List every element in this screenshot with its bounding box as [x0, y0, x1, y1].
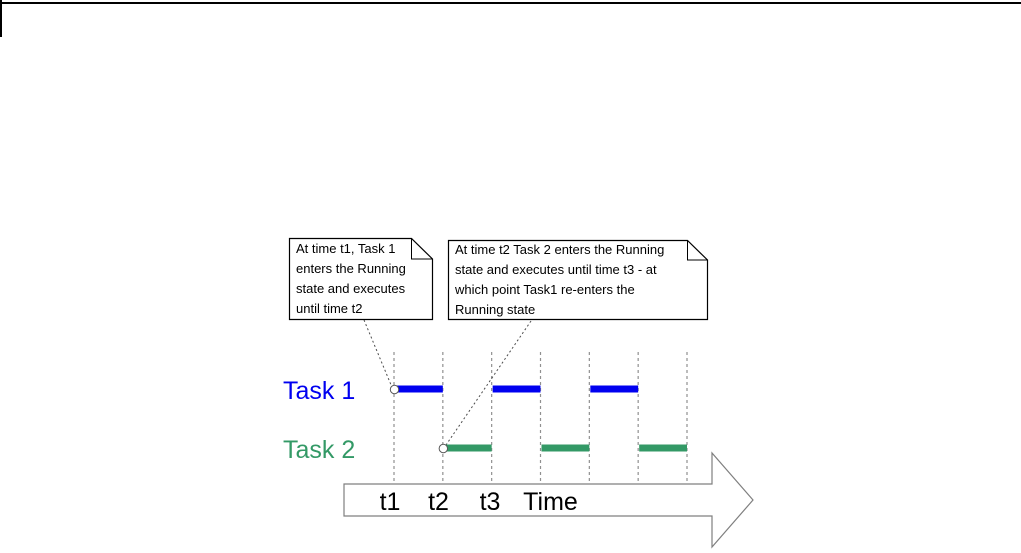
time-axis-label: Time: [523, 488, 578, 516]
task-2-run-bar-3: [639, 444, 687, 452]
tick-label-t2: t2: [428, 488, 449, 516]
callout-1-fold-corner: [411, 238, 433, 260]
callout-1-line-4: until time t2: [296, 301, 362, 316]
callout-1-line-2: enters the Running: [296, 261, 406, 276]
callout-2-connector-line: [445, 320, 532, 446]
task-1-run-bar-1: [395, 385, 443, 393]
callout-1-line-3: state and executes: [296, 281, 406, 296]
task-2-label: Task 2: [283, 436, 355, 464]
task-1-run-bar-2: [492, 385, 541, 393]
time-axis-arrow: [343, 451, 754, 549]
task-bar-group: [395, 385, 687, 452]
task-2-run-bar-1: [443, 444, 492, 452]
callout-2-line-1: At time t2 Task 2 enters the Running: [455, 242, 664, 257]
tick-label-t1: t1: [380, 488, 401, 516]
callout-1-box: [288, 237, 434, 321]
callout-2-box: [447, 239, 709, 321]
page-top-rule: [0, 2, 1021, 4]
task-1-run-bar-3: [590, 385, 639, 393]
tick-label-t3: t3: [480, 488, 501, 516]
running-entry-marker-2: [438, 443, 449, 454]
callout-1-connector-line: [363, 319, 392, 387]
callout-2-line-3: which point Task1 re-enters the: [454, 282, 635, 297]
gridline-group: [393, 352, 688, 484]
callout-1-line-1: At time t1, Task 1: [296, 241, 395, 256]
task-2-run-bar-2: [541, 444, 590, 452]
callout-2-line-4: Running state: [455, 302, 535, 317]
task-1-label: Task 1: [283, 377, 355, 405]
callout-2-fold-corner: [687, 240, 708, 261]
callout-2-line-2: state and executes until time t3 - at: [455, 262, 657, 277]
running-entry-marker-1: [389, 384, 400, 395]
marker-group: [389, 384, 449, 454]
callout-2-text: At time t2 Task 2 enters the Running sta…: [454, 242, 664, 317]
page-left-edge-tick: [0, 0, 2, 37]
callout-1-text: At time t1, Task 1 enters the Running st…: [296, 241, 406, 316]
